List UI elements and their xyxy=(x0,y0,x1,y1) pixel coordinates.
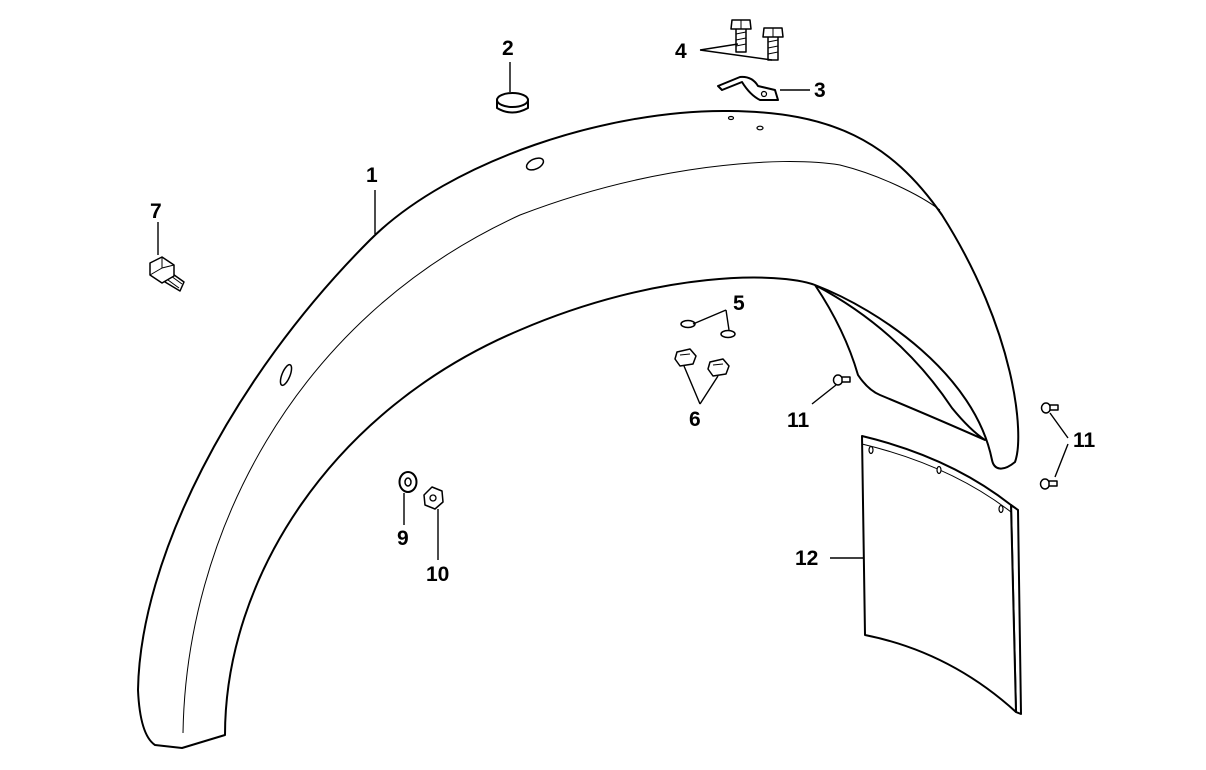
callout-9: 9 xyxy=(397,527,409,550)
leader-6 xyxy=(683,365,719,405)
fender-crease-line xyxy=(182,161,941,734)
nuts xyxy=(674,348,730,377)
callout-11-left: 11 xyxy=(787,409,810,432)
callout-labels: 1 2 3 4 5 6 7 9 10 11 11 12 xyxy=(150,37,1096,586)
bolt xyxy=(762,27,784,61)
washers xyxy=(680,319,736,339)
leader-4 xyxy=(699,43,773,61)
callout-10: 10 xyxy=(426,563,449,586)
fender xyxy=(137,109,1020,749)
callout-11-right: 11 xyxy=(1073,429,1096,452)
bracket xyxy=(717,75,779,101)
fender-body xyxy=(137,109,1020,749)
rivet xyxy=(1039,478,1058,490)
callout-5: 5 xyxy=(733,292,745,315)
callout-12: 12 xyxy=(795,547,818,570)
callout-4: 4 xyxy=(675,40,687,63)
washer-9 xyxy=(398,471,418,493)
callout-6: 6 xyxy=(689,408,701,431)
nut-10 xyxy=(423,486,444,510)
rivet xyxy=(832,374,851,386)
bolt-7 xyxy=(149,256,185,292)
mud-flap xyxy=(861,435,1022,715)
fender-hole xyxy=(756,125,764,131)
callout-2: 2 xyxy=(502,37,514,60)
plug xyxy=(496,92,529,114)
rivet xyxy=(1040,402,1059,414)
bolts xyxy=(730,19,784,61)
fender-hole xyxy=(525,157,545,171)
fender-hole xyxy=(279,363,293,387)
callout-7: 7 xyxy=(150,200,162,223)
fender-inner-wall xyxy=(814,284,986,441)
leader-lines xyxy=(157,43,1069,560)
fender-hole xyxy=(727,115,735,121)
callout-3: 3 xyxy=(814,79,826,102)
leader-11b xyxy=(1049,412,1069,478)
rivets xyxy=(832,374,1059,490)
leader-5 xyxy=(692,309,730,331)
bolt xyxy=(730,19,752,53)
leader-11a xyxy=(811,384,837,405)
callout-1: 1 xyxy=(366,164,378,187)
